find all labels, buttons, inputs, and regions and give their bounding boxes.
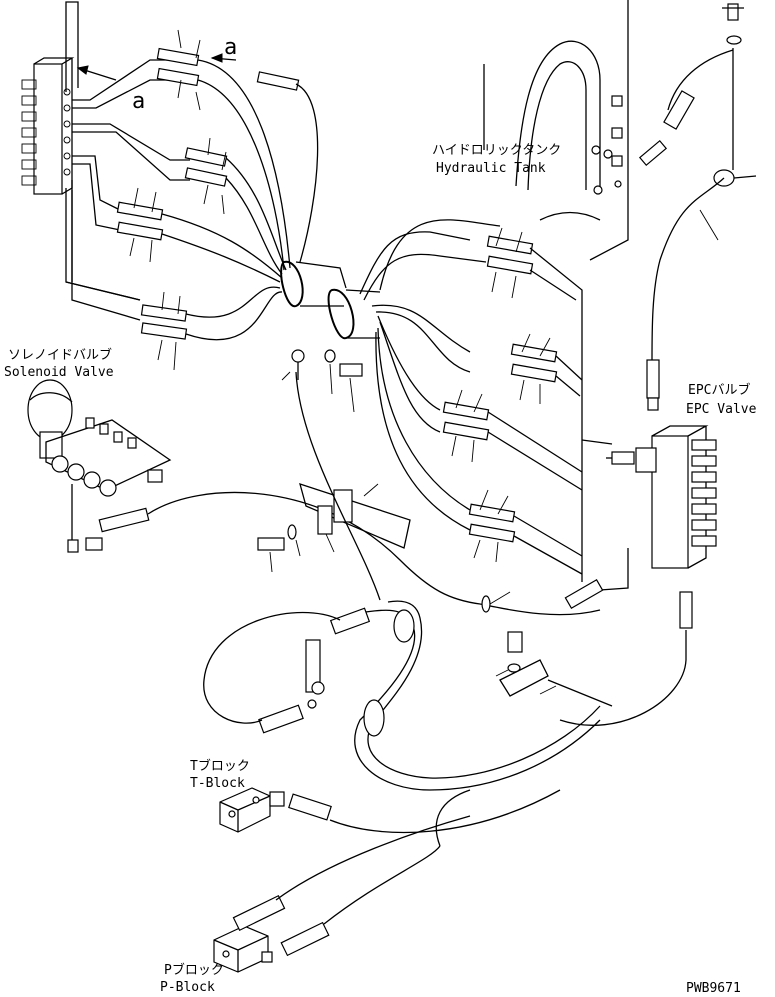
solenoid-valve-jp-label: ソレノイドバルブ: [8, 347, 112, 363]
hydraulic-tank-outline: [483, 0, 629, 261]
t-block-jp-label: Tブロック: [190, 758, 250, 774]
hydraulic-tank-jp-label: ハイドロリックタンク: [432, 143, 561, 158]
upper-left-hoses: [65, 1, 190, 321]
solenoid-valve: [27, 379, 172, 553]
right-bracket-lines: [487, 247, 613, 582]
left-manifold-block: [21, 57, 75, 195]
arrow-a-left: [76, 65, 117, 81]
epc-lower-lines: [559, 548, 693, 726]
leader-lines-upper-left: [129, 29, 227, 371]
arrow-a-top: [210, 53, 237, 63]
frame-outline-left: [65, 190, 141, 301]
tank-fittings: [591, 90, 695, 195]
arrow-a-top-label: a: [224, 35, 237, 60]
hose-fittings-upper-left: [116, 47, 300, 340]
arrow-a-left-label: a: [132, 89, 145, 114]
lower-hose-assembly: [203, 371, 613, 791]
p-block-en-label: P-Block: [160, 980, 215, 995]
epc-valve-jp-label: EPCバルブ: [688, 382, 750, 398]
t-block: [219, 787, 561, 834]
right-hose-bundle: [359, 219, 501, 531]
hydraulic-tank-en-label: Hydraulic Tank: [436, 161, 546, 176]
drawing-number: PWB9671: [686, 981, 741, 996]
leader-lines-right: [451, 227, 551, 563]
hose-fittings-right: [442, 235, 558, 543]
t-block-en-label: T-Block: [190, 776, 245, 791]
top-right-bracket: [646, 3, 757, 411]
epc-valve: [606, 425, 717, 569]
main-hose-bundle: [161, 59, 381, 341]
p-block-jp-label: Pブロック: [164, 962, 224, 978]
solenoid-to-epc-hose: [98, 491, 601, 616]
p-block: [213, 789, 471, 973]
solenoid-valve-en-label: Solenoid Valve: [4, 365, 114, 380]
epc-valve-en-label: EPC Valve: [686, 402, 757, 417]
center-bracket: [257, 349, 411, 573]
